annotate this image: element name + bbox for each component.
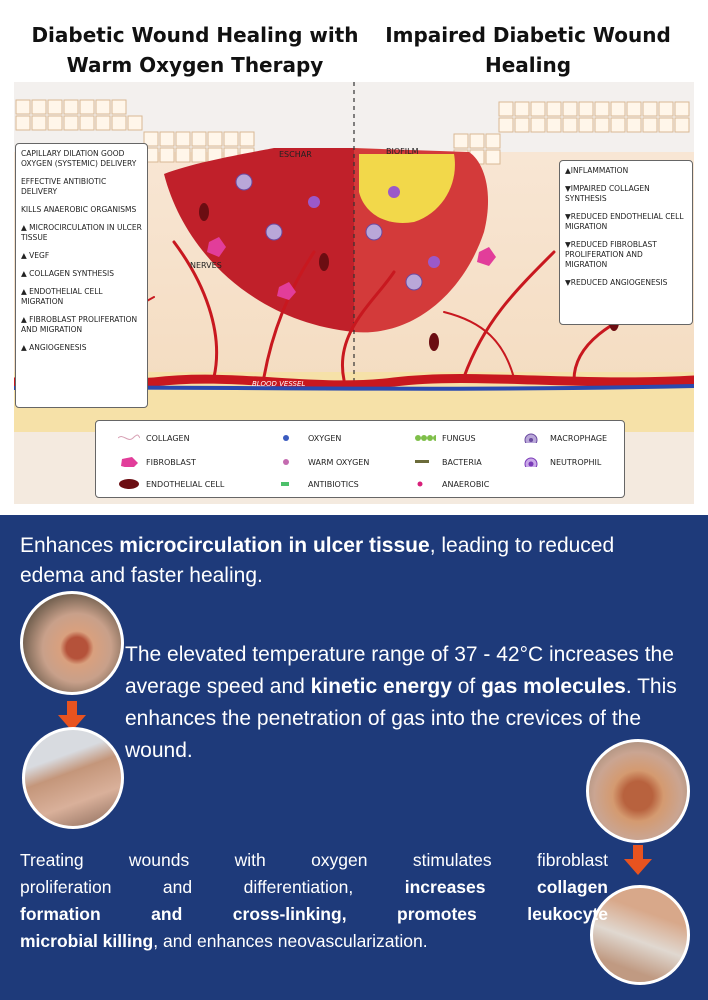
left-title: Diabetic Wound Healing with Warm Oxygen … xyxy=(20,20,370,80)
right-title: Impaired Diabetic Wound Healing xyxy=(368,20,688,80)
legend-warm-oxygen: WARM OXYGEN xyxy=(280,457,369,467)
legend-fungus: FUNGUS xyxy=(414,433,476,443)
effect-item: ▼REDUCED FIBROBLAST PROLIFERATION AND MI… xyxy=(565,240,657,269)
wound-photo-after xyxy=(22,727,124,829)
healing-wound-bed xyxy=(164,148,354,332)
effect-item: EFFECTIVE ANTIBIOTIC DELIVERY xyxy=(21,177,107,196)
legend-anaerobic: ANAEROBIC xyxy=(414,479,489,489)
effect-item: ▲ FIBROBLAST PROLIFERATION AND MIGRATION xyxy=(21,315,138,334)
effect-item: ▲ MICROCIRCULATION IN ULCER TISSUE xyxy=(21,223,142,242)
legend-fibroblast: FIBROBLAST xyxy=(118,457,196,467)
collagen-icon xyxy=(118,434,140,440)
microcirculation-paragraph: Enhances microcirculation in ulcer tissu… xyxy=(20,534,615,587)
legend-collagen: COLLAGEN xyxy=(118,433,190,443)
neutrophil-icon xyxy=(524,457,538,467)
blood-vessel-label: BLOOD VESSEL xyxy=(252,380,305,388)
right-title-line1: Impaired Diabetic Wound xyxy=(385,23,671,47)
effect-item: ▼IMPAIRED COLLAGEN SYNTHESIS xyxy=(565,184,650,203)
wound-photo-right-after xyxy=(590,885,690,985)
effect-item: ▲ ENDOTHELIAL CELL MIGRATION xyxy=(21,287,103,306)
anaerobic-icon xyxy=(417,481,423,487)
diagram-section: Diabetic Wound Healing with Warm Oxygen … xyxy=(14,20,694,504)
epidermis-cells-right xyxy=(453,101,690,165)
biofilm-layer xyxy=(359,154,455,223)
effect-item: ▼REDUCED ENDOTHELIAL CELL MIGRATION xyxy=(565,212,684,231)
impaired-effects-box: ▲INFLAMMATION ▼IMPAIRED COLLAGEN SYNTHES… xyxy=(559,160,693,325)
arrow-down-icon xyxy=(58,701,86,731)
warm-oxygen-icon xyxy=(283,459,289,465)
macrophage-icon xyxy=(524,433,538,443)
antibiotics-icon xyxy=(281,482,289,486)
arrow-down-icon xyxy=(624,845,652,875)
bacteria-icon xyxy=(415,460,429,463)
legend-macrophage: MACROPHAGE xyxy=(522,433,607,443)
effect-item: ▲ ANGIOGENESIS xyxy=(21,343,87,352)
effect-item: ▲ COLLAGEN SYNTHESIS xyxy=(21,269,115,278)
wound-photo-before xyxy=(20,591,124,695)
effect-item: ▼REDUCED ANGIOGENESIS xyxy=(565,278,668,287)
right-title-line2: Healing xyxy=(484,53,572,77)
effect-item: KILLS ANAEROBIC ORGANISMS xyxy=(21,205,137,214)
effect-item: ▲ VEGF xyxy=(21,251,50,260)
legend-oxygen: OXYGEN xyxy=(280,433,341,443)
left-title-line2: Warm Oxygen Therapy xyxy=(66,53,324,77)
healing-effects-box: CAPILLARY DILATION GOOD OXYGEN (SYSTEMIC… xyxy=(15,143,148,408)
effect-item: ▲INFLAMMATION xyxy=(565,166,629,175)
legend-antibiotics: ANTIBIOTICS xyxy=(280,479,359,489)
fibroblast-icon xyxy=(121,457,138,467)
endothelial-cell-icon xyxy=(119,479,139,489)
effect-item: CAPILLARY DILATION GOOD OXYGEN (SYSTEMIC… xyxy=(21,149,137,168)
eschar-label: ESCHAR xyxy=(279,150,312,159)
oxygen-icon xyxy=(283,435,289,441)
diagram-legend: COLLAGEN FIBROBLAST ENDOTHELIAL CELL OXY… xyxy=(95,420,625,498)
cells-scatter xyxy=(199,173,619,351)
nerves-label: NERVES xyxy=(190,261,222,270)
info-panel: Enhances microcirculation in ulcer tissu… xyxy=(0,515,708,1000)
fungus-icon xyxy=(415,435,436,441)
biofilm-label: BIOFILM xyxy=(386,147,419,156)
legend-endothelial: ENDOTHELIAL CELL xyxy=(118,479,224,489)
legend-bacteria: BACTERIA xyxy=(414,457,482,467)
temperature-paragraph: The elevated temperature range of 37 - 4… xyxy=(125,643,677,762)
left-title-line1: Diabetic Wound Healing with xyxy=(31,23,359,47)
oxygen-treatment-paragraph: Treating wounds with oxygen stimulates f… xyxy=(20,850,608,951)
legend-neutrophil: NEUTROPHIL xyxy=(522,457,601,467)
wound-photo-right-before xyxy=(586,739,690,843)
epidermis-cells-left xyxy=(15,99,255,163)
